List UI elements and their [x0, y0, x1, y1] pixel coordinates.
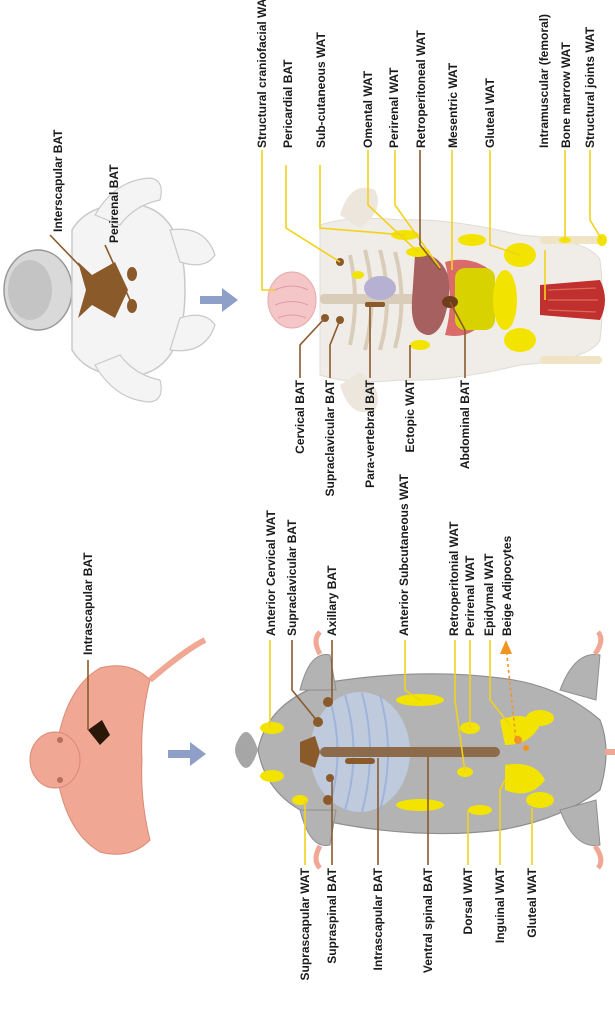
label-ectopic-wat: Ectopic WAT [403, 379, 417, 452]
human-ectopic-wat [410, 340, 430, 350]
label-anterior-cervical-wat: Anterior Cervical WAT [264, 510, 278, 636]
label-infant-interscapular-bat: Interscapular BAT [51, 129, 65, 232]
adult-human-illustration [268, 188, 607, 412]
label-anterior-subcutaneous-wat: Anterior Subcutaneous WAT [397, 474, 411, 636]
label-pericardial-bat: Pericardial BAT [281, 59, 295, 148]
label-perirenal-wat-mouse: Perirenal WAT [463, 555, 477, 636]
infant-perirenal-bat-right [127, 299, 137, 313]
label-epidymal-wat: Epidymal WAT [482, 553, 496, 636]
label-para-vertebral-bat: Para-vertebral BAT [363, 379, 377, 487]
label-supraspinal-bat: Supraspinal BAT [325, 867, 339, 963]
label-subcutaneous-wat: Sub-cutaneous WAT [314, 32, 328, 148]
human-subcutaneous-wat-2 [458, 234, 486, 246]
label-intramuscular-femoral: Intramuscular (femoral) [537, 14, 551, 148]
label-supraclavicular-bat-adult: Supraclavicular BAT [323, 379, 337, 496]
arrow-right-icon-2 [168, 742, 206, 766]
label-mesentric-wat: Mesentric WAT [446, 62, 460, 148]
label-supraclavicular-bat-mouse: Supraclavicular BAT [285, 519, 299, 636]
adult-labels-bottom: Cervical BAT Supraclavicular BAT Para-ve… [293, 379, 472, 496]
adult-labels-top: Structural craniofacial WAT Pericardial … [255, 0, 597, 148]
label-inguinal-wat: Inguinal WAT [493, 867, 507, 943]
mouse-labels-bottom: Suprascapular WAT Supraspinal BAT Intras… [298, 867, 539, 980]
mouse-ventral-spinal-bat [345, 758, 375, 764]
arrow-right-icon [200, 288, 238, 312]
label-perirenal-wat: Perirenal WAT [387, 67, 401, 148]
label-ventral-spinal-bat: Ventral spinal BAT [421, 867, 435, 973]
label-omental-wat: Omental WAT [361, 70, 375, 148]
label-dorsal-wat: Dorsal WAT [461, 867, 475, 934]
label-infant-perirenal-bat: Perirenal BAT [107, 164, 121, 243]
label-cervical-bat: Cervical BAT [293, 379, 307, 453]
label-pup-intrascapular-bat: Intrascapular BAT [81, 552, 95, 655]
mouse-anterior-cervical-wat [260, 722, 284, 734]
label-suprascapular-wat: Suprascapular WAT [298, 867, 312, 980]
label-retroperitonial-wat: Retroperitonial WAT [447, 521, 461, 636]
human-heart [364, 276, 396, 300]
label-beige-adipocytes: Beige Adipocytes [500, 535, 514, 636]
human-brain [268, 272, 316, 328]
label-bone-marrow-wat: Bone marrow WAT [559, 42, 573, 148]
label-gluteal-wat-adult: Gluteal WAT [483, 78, 497, 148]
label-abdominal-bat: Abdominal BAT [458, 379, 472, 469]
beige-arrow-icon [500, 640, 512, 654]
mouse-anterior-cervical-wat-2 [260, 770, 284, 782]
human-gluteal-wat-2 [504, 328, 536, 352]
mouse-gluteal-wat-2 [526, 792, 554, 808]
mouse-dorsal-wat [468, 805, 492, 815]
label-gluteal-wat-mouse: Gluteal WAT [525, 867, 539, 937]
label-retroperitoneal-wat: Retroperitoneal WAT [414, 30, 428, 148]
human-paravertebral-bat [365, 302, 385, 307]
label-structural-craniofacial-wat: Structural craniofacial WAT [255, 0, 269, 148]
mouse-gluteal-wat [526, 710, 554, 726]
mouse-anterior-subcutaneous-wat-2 [396, 799, 444, 811]
human-intestine [455, 268, 495, 330]
label-axillary-bat: Axillary BAT [325, 565, 339, 636]
label-intrascapular-bat-mouse: Intrascapular BAT [371, 867, 385, 970]
mouse-pup-illustration [30, 640, 205, 854]
label-structural-joints-wat: Structural joints WAT [583, 26, 597, 148]
human-pericardial-wat [352, 271, 364, 279]
infant-perirenal-bat-left [127, 267, 137, 281]
human-abdominal-wat [493, 270, 517, 330]
mouse-labels-top: Anterior Cervical WAT Supraclavicular BA… [264, 474, 514, 636]
